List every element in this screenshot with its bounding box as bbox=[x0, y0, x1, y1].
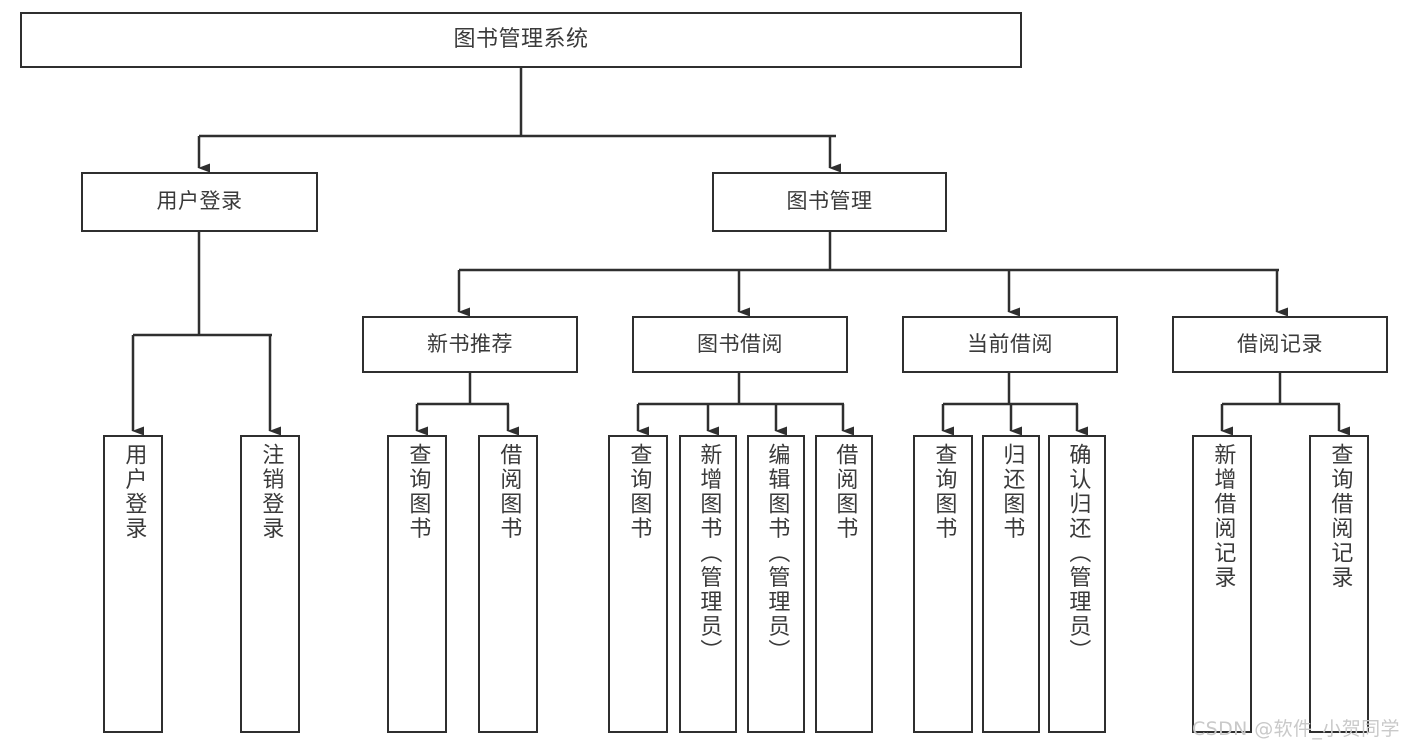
csdn-watermark: CSDN @软件_小贺同学 bbox=[1192, 718, 1400, 740]
node-leaf-add-book[interactable]: 新增图书（管理员） bbox=[679, 435, 737, 733]
node-leaf-add-record[interactable]: 新增借阅记录 bbox=[1192, 435, 1252, 733]
node-leaf-borrow-book-2-label: 借阅图书 bbox=[832, 443, 858, 541]
node-root-label: 图书管理系统 bbox=[453, 26, 589, 52]
node-leaf-query-book-2[interactable]: 查询图书 bbox=[608, 435, 668, 733]
node-leaf-borrow-book-2[interactable]: 借阅图书 bbox=[815, 435, 873, 733]
node-new-book-recommend-label: 新书推荐 bbox=[427, 331, 513, 356]
node-new-book-recommend[interactable]: 新书推荐 bbox=[362, 316, 578, 373]
node-leaf-query-book-3-label: 查询图书 bbox=[931, 443, 957, 541]
node-book-management-label: 图书管理 bbox=[786, 189, 873, 214]
node-leaf-user-login-label: 用户登录 bbox=[121, 443, 147, 541]
node-leaf-query-book-2-label: 查询图书 bbox=[626, 443, 652, 541]
node-borrow-record-label: 借阅记录 bbox=[1237, 331, 1323, 356]
node-book-management[interactable]: 图书管理 bbox=[712, 172, 947, 232]
node-book-borrow-label: 图书借阅 bbox=[697, 331, 783, 356]
node-current-borrow[interactable]: 当前借阅 bbox=[902, 316, 1118, 373]
node-borrow-record[interactable]: 借阅记录 bbox=[1172, 316, 1388, 373]
node-leaf-return-book[interactable]: 归还图书 bbox=[982, 435, 1040, 733]
node-leaf-add-book-label: 新增图书（管理员） bbox=[696, 443, 722, 664]
node-leaf-return-book-label: 归还图书 bbox=[999, 443, 1025, 541]
node-leaf-query-book-1[interactable]: 查询图书 bbox=[387, 435, 447, 733]
node-root[interactable]: 图书管理系统 bbox=[20, 12, 1022, 68]
node-current-borrow-label: 当前借阅 bbox=[967, 331, 1053, 356]
node-leaf-query-record[interactable]: 查询借阅记录 bbox=[1309, 435, 1369, 733]
node-leaf-logout-login-label: 注销登录 bbox=[258, 443, 284, 541]
node-leaf-query-book-3[interactable]: 查询图书 bbox=[913, 435, 973, 733]
node-leaf-borrow-book-1-label: 借阅图书 bbox=[496, 443, 522, 541]
node-user-login-label: 用户登录 bbox=[156, 189, 243, 214]
node-leaf-query-book-1-label: 查询图书 bbox=[405, 443, 431, 541]
node-leaf-user-login[interactable]: 用户登录 bbox=[103, 435, 163, 733]
node-leaf-query-record-label: 查询借阅记录 bbox=[1327, 443, 1353, 590]
node-leaf-edit-book-label: 编辑图书（管理员） bbox=[764, 443, 790, 664]
node-leaf-borrow-book-1[interactable]: 借阅图书 bbox=[478, 435, 538, 733]
node-leaf-confirm-return-label: 确认归还（管理员） bbox=[1065, 443, 1091, 664]
node-book-borrow[interactable]: 图书借阅 bbox=[632, 316, 848, 373]
node-leaf-logout-login[interactable]: 注销登录 bbox=[240, 435, 300, 733]
node-leaf-add-record-label: 新增借阅记录 bbox=[1210, 443, 1236, 590]
node-leaf-confirm-return[interactable]: 确认归还（管理员） bbox=[1048, 435, 1106, 733]
node-leaf-edit-book[interactable]: 编辑图书（管理员） bbox=[747, 435, 805, 733]
node-user-login[interactable]: 用户登录 bbox=[81, 172, 318, 232]
